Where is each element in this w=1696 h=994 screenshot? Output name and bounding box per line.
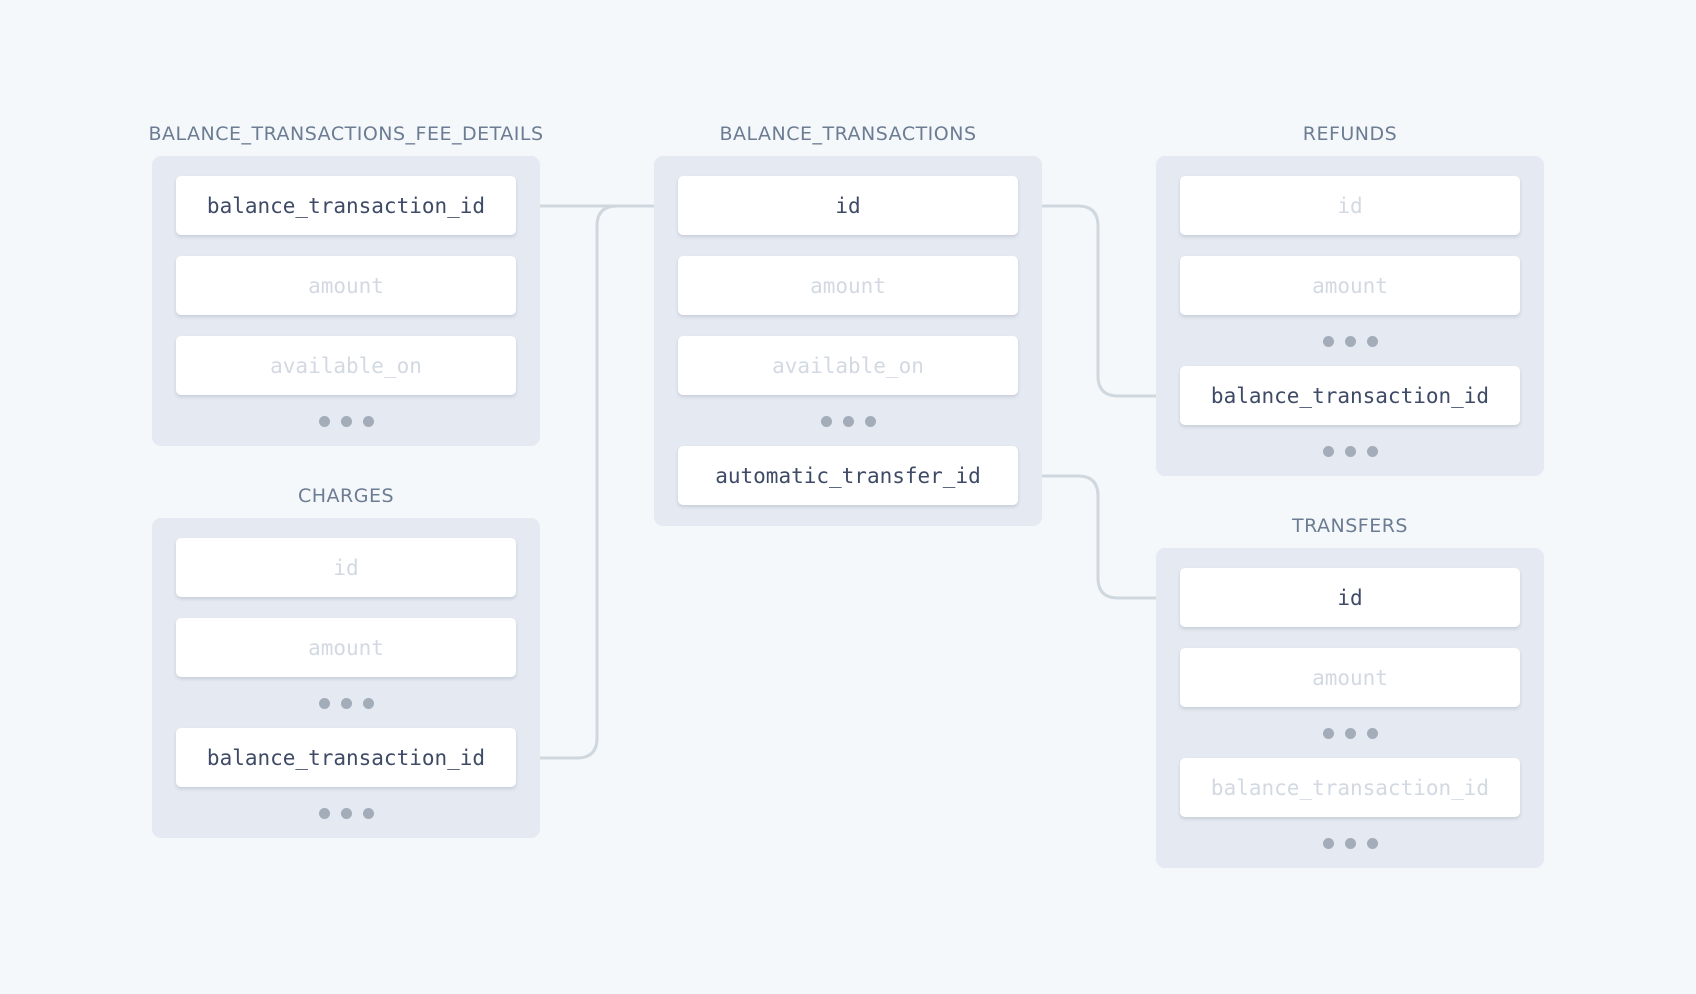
field-refunds-id[interactable]: id [1180,176,1520,235]
more-fields-indicator [152,696,540,710]
field-transfers-amount[interactable]: amount [1180,648,1520,707]
more-fields-indicator [654,414,1042,428]
link-balance-transactions-to-refunds [1018,204,1181,398]
field-fee-details-amount[interactable]: amount [176,256,516,315]
table-title-fee-details: BALANCE_TRANSACTIONS_FEE_DETAILS [148,123,544,145]
more-fields-indicator [1156,726,1544,740]
field-balance-transactions-id[interactable]: id [678,176,1018,235]
link-balance-transactions-to-transfers [1018,474,1181,600]
field-balance-transactions-amount[interactable]: amount [678,256,1018,315]
more-fields-indicator [1156,444,1544,458]
more-fields-indicator [152,806,540,820]
field-fee-details-available-on[interactable]: available_on [176,336,516,395]
table-refunds: id amount balance_transaction_id [1156,156,1544,476]
more-fields-indicator [1156,334,1544,348]
field-fee-details-balance-transaction-id[interactable]: balance_transaction_id [176,176,516,235]
field-charges-id[interactable]: id [176,538,516,597]
table-charges: id amount balance_transaction_id [152,518,540,838]
field-balance-transactions-automatic-transfer-id[interactable]: automatic_transfer_id [678,446,1018,505]
field-transfers-id[interactable]: id [1180,568,1520,627]
table-title-transfers: TRANSFERS [1291,515,1408,537]
table-title-charges: CHARGES [297,485,395,507]
more-fields-indicator [152,414,540,428]
field-charges-amount[interactable]: amount [176,618,516,677]
more-fields-indicator [1156,836,1544,850]
link-charges-to-balance-transactions [515,204,678,760]
field-charges-balance-transaction-id[interactable]: balance_transaction_id [176,728,516,787]
table-fee-details: balance_transaction_id amount available_… [152,156,540,446]
table-transfers: id amount balance_transaction_id [1156,548,1544,868]
table-balance-transactions: id amount available_on automatic_transfe… [654,156,1042,526]
table-title-balance-transactions: BALANCE_TRANSACTIONS [719,123,977,145]
table-title-refunds: REFUNDS [1302,123,1398,145]
field-transfers-balance-transaction-id[interactable]: balance_transaction_id [1180,758,1520,817]
field-refunds-amount[interactable]: amount [1180,256,1520,315]
field-balance-transactions-available-on[interactable]: available_on [678,336,1018,395]
field-refunds-balance-transaction-id[interactable]: balance_transaction_id [1180,366,1520,425]
